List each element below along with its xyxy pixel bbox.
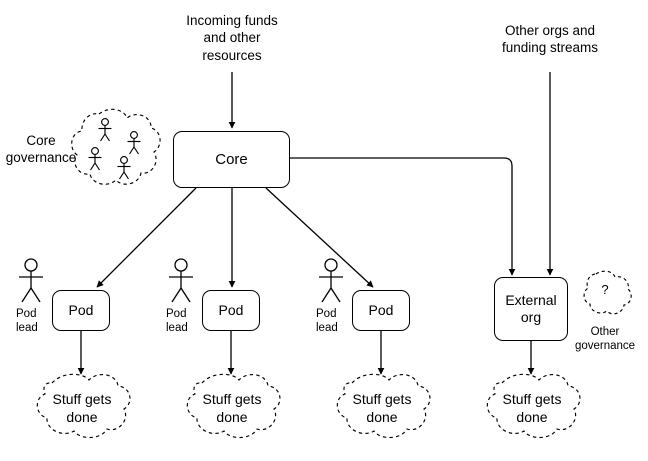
pod-lead-figure-1 bbox=[19, 258, 43, 303]
core-node-label: Core bbox=[215, 150, 248, 168]
other-orgs-label: Other orgs and funding streams bbox=[501, 23, 599, 56]
external-org-node[interactable]: External org bbox=[494, 277, 568, 341]
pod-node-3[interactable]: Pod bbox=[352, 290, 410, 331]
arrow-core-to-pod-1 bbox=[96, 187, 197, 288]
pod-lead-label-1: Pod lead bbox=[16, 308, 38, 335]
arrow-core-to-pod-3 bbox=[265, 187, 374, 288]
pod-lead-figure-2 bbox=[169, 258, 193, 303]
pod-node-2[interactable]: Pod bbox=[202, 290, 260, 331]
pod-node-3-label: Pod bbox=[368, 302, 394, 319]
outcome-cloud-2 bbox=[186, 373, 281, 439]
pod-node-2-label: Pod bbox=[218, 302, 244, 319]
external-org-node-label: External org bbox=[505, 292, 557, 325]
pod-lead-label-2: Pod lead bbox=[166, 308, 188, 335]
core-governance-cloud bbox=[71, 108, 161, 185]
pod-node-1[interactable]: Pod bbox=[52, 290, 110, 331]
outcome-cloud-3 bbox=[336, 373, 431, 439]
other-governance-cloud bbox=[583, 270, 632, 315]
outcome-cloud-1 bbox=[36, 373, 131, 439]
other-governance-label: Other governance bbox=[574, 326, 636, 353]
core-node[interactable]: Core bbox=[173, 131, 290, 188]
incoming-funds-label: Incoming funds and other resources bbox=[186, 13, 278, 63]
core-governance-label: Core governance bbox=[5, 133, 77, 166]
arrow-core-to-external-org bbox=[290, 157, 516, 276]
pod-lead-figure-3 bbox=[319, 258, 343, 303]
outcome-cloud-4 bbox=[486, 373, 581, 439]
pod-node-1-label: Pod bbox=[68, 302, 94, 319]
pod-lead-label-3: Pod lead bbox=[316, 308, 338, 335]
